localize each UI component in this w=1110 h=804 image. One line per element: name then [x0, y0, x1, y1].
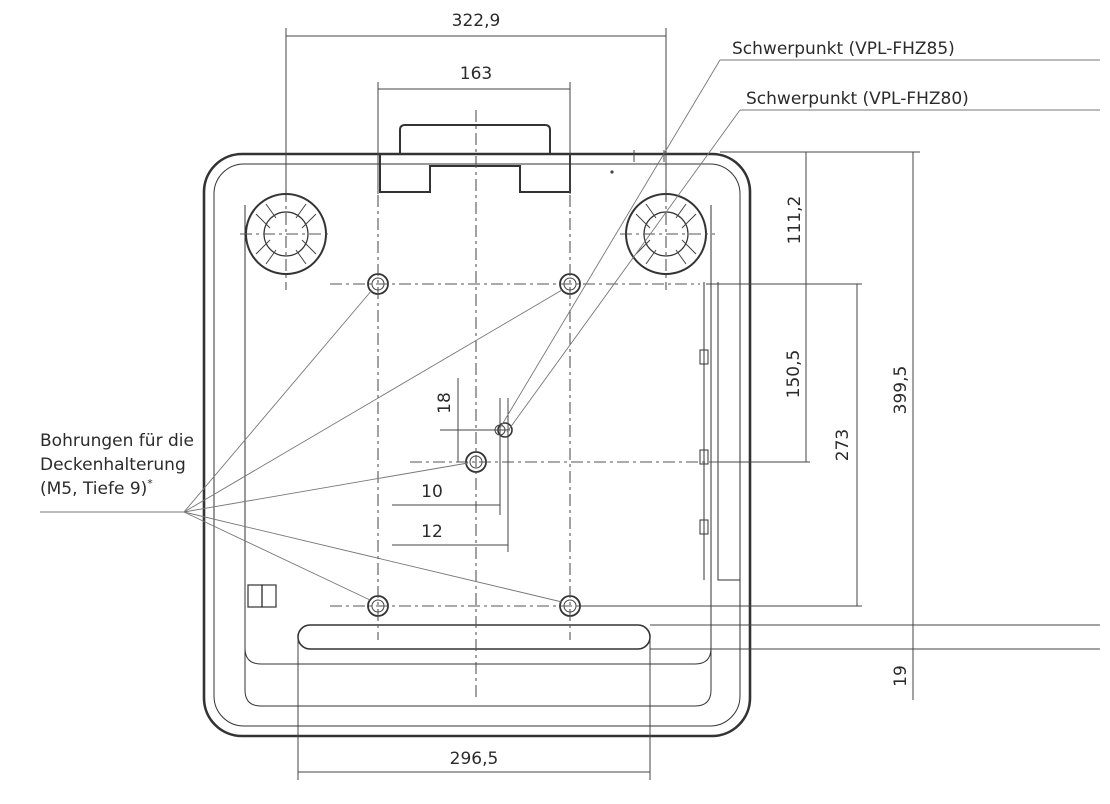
label-mount-holes-spec: (M5, Tiefe 9)	[40, 479, 147, 499]
dim-holes-to-center: 150,5	[784, 350, 804, 399]
dimension-lines	[285, 28, 1100, 780]
dim-cg-offset-vertical: 18	[435, 392, 455, 414]
dim-hole-rows-spacing: 273	[833, 429, 853, 461]
dim-cg-offset-12: 12	[421, 522, 443, 542]
projector-body	[202, 124, 752, 738]
annotation-labels: Schwerpunkt (VPL-FHZ85) Schwerpunkt (VPL…	[40, 39, 969, 499]
dim-hole-spacing-top: 163	[460, 64, 492, 84]
dim-total-depth: 399,5	[891, 366, 911, 415]
mounting-holes	[367, 273, 581, 617]
dim-feet-spacing: 322,9	[452, 11, 501, 31]
label-mount-holes-line2: Deckenhalterung	[40, 455, 186, 475]
label-mount-holes-line1: Bohrungen für die	[40, 431, 194, 451]
dim-cg-offset-10: 10	[421, 482, 443, 502]
label-mount-holes-line3: (M5, Tiefe 9)*	[40, 477, 153, 499]
leader-lines	[40, 59, 1100, 603]
label-cg-fhz80: Schwerpunkt (VPL-FHZ80)	[746, 89, 969, 109]
dim-hole-spacing-bottom: 296,5	[450, 749, 499, 769]
label-mount-holes-footnote: *	[147, 477, 153, 490]
dim-rear-offset: 19	[891, 665, 911, 687]
dim-front-to-holes: 111,2	[785, 196, 805, 245]
label-cg-fhz85: Schwerpunkt (VPL-FHZ85)	[732, 39, 955, 59]
dimension-labels: 322,9 163 111,2 150,5 399,5 273 18 10 12…	[421, 11, 911, 769]
